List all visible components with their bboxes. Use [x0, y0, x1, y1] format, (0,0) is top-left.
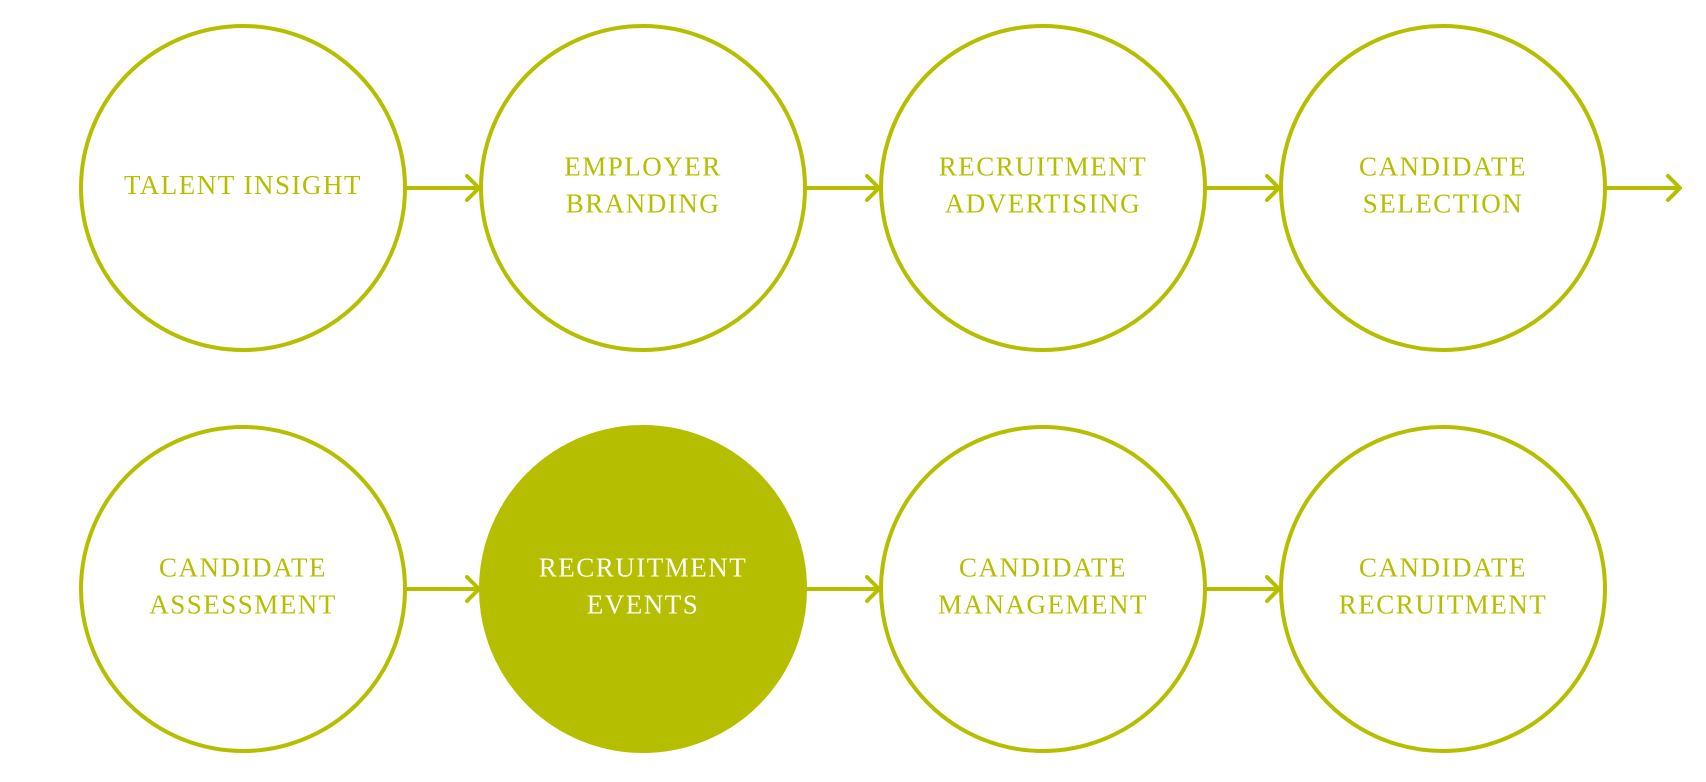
step-label-line: CANDIDATE [1359, 152, 1527, 182]
step-circle [79, 425, 407, 753]
process-step-2: EMPLOYER BRANDING [479, 24, 807, 352]
step-label-line: ASSESSMENT [149, 590, 337, 620]
process-step-7: CANDIDATE MANAGEMENT [879, 425, 1207, 753]
step-circle [879, 24, 1207, 352]
process-step-5: CANDIDATE ASSESSMENT [79, 425, 407, 753]
step-label-line: EVENTS [587, 590, 700, 620]
step-label-line: CANDIDATE [159, 553, 327, 583]
step-circle-active [479, 425, 807, 753]
nodes-layer: TALENT INSIGHT EMPLOYER BRANDING RECRUITMEN… [79, 24, 1607, 753]
step-label-line: RECRUITMENT [939, 152, 1148, 182]
process-step-8: CANDIDATE RECRUITMENT [1279, 425, 1607, 753]
arrow-connector-6 [805, 575, 881, 603]
arrow-connector-1 [405, 174, 481, 202]
step-circle [1279, 425, 1607, 753]
connectors-layer [405, 174, 1682, 603]
process-step-3: RECRUITMENT ADVERTISING [879, 24, 1207, 352]
arrow-connector-2 [805, 174, 881, 202]
step-circle [879, 425, 1207, 753]
step-label-line: BRANDING [566, 189, 721, 219]
step-label-line: MANAGEMENT [938, 590, 1148, 620]
step-label-line: CANDIDATE [1359, 553, 1527, 583]
step-circle [479, 24, 807, 352]
step-label-line: CANDIDATE [959, 553, 1127, 583]
arrow-connector-3 [1205, 174, 1281, 202]
step-label-line: TALENT INSIGHT [124, 170, 362, 200]
step-label-line: SELECTION [1363, 189, 1523, 219]
step-label-line: RECRUITMENT [539, 553, 748, 583]
step-circle [79, 24, 407, 352]
arrow-connector-5 [405, 575, 481, 603]
step-label-line: RECRUITMENT [1339, 590, 1548, 620]
process-step-4: CANDIDATE SELECTION [1279, 24, 1607, 352]
process-step-1: TALENT INSIGHT [79, 24, 407, 352]
step-label-line: ADVERTISING [945, 189, 1141, 219]
step-circle [1279, 24, 1607, 352]
arrow-connector-7 [1205, 575, 1281, 603]
step-label-line: EMPLOYER [564, 152, 722, 182]
process-step-6: RECRUITMENT EVENTS [479, 425, 807, 753]
arrow-connector-continue [1605, 174, 1682, 202]
